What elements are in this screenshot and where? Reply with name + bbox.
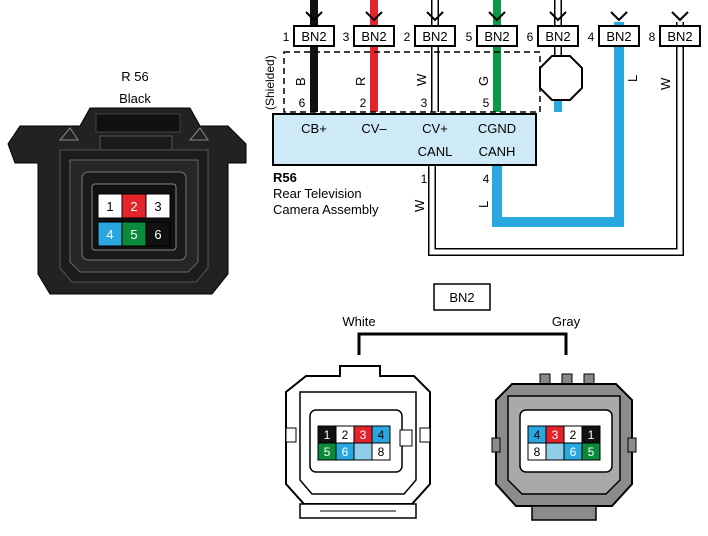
svg-text:8: 8 [534, 445, 541, 459]
white-label: White [342, 314, 375, 329]
svg-text:6: 6 [342, 445, 349, 459]
svg-text:BN2: BN2 [484, 29, 509, 44]
svg-text:3: 3 [343, 30, 350, 44]
r56-pin-2 [121, 193, 147, 219]
bn2-top-connectors: BN2 BN2 BN2 BN2 BN2 BN2 BN2 1 3 2 5 6 4 … [283, 25, 701, 47]
svg-text:5: 5 [466, 30, 473, 44]
svg-text:3: 3 [421, 96, 428, 110]
svg-text:2: 2 [360, 96, 367, 110]
svg-text:BN2: BN2 [545, 29, 570, 44]
svg-text:4: 4 [483, 172, 490, 186]
bracket-line [357, 332, 568, 355]
svg-text:CV–: CV– [361, 121, 387, 136]
wires [310, 0, 684, 256]
svg-text:4: 4 [534, 428, 541, 442]
svg-text:R: R [353, 77, 368, 86]
svg-text:CB+: CB+ [301, 121, 327, 136]
svg-text:6: 6 [299, 96, 306, 110]
r56-pin-6 [145, 221, 171, 247]
svg-text:3: 3 [552, 428, 559, 442]
bn2-title-box [433, 283, 491, 311]
svg-text:CANH: CANH [479, 144, 516, 159]
r56-pin-1 [97, 193, 123, 219]
svg-text:6: 6 [570, 445, 577, 459]
svg-text:4: 4 [106, 227, 113, 242]
ecu-connector-label: R 56 [121, 69, 148, 84]
svg-text:2: 2 [130, 199, 137, 214]
gray-label: Gray [552, 314, 581, 329]
svg-text:1: 1 [588, 428, 595, 442]
svg-text:6: 6 [527, 30, 534, 44]
twisted-pair-symbol [539, 55, 583, 101]
svg-text:L: L [476, 201, 491, 208]
r56-pin-3 [145, 193, 171, 219]
r56-pin-numbers: 6 2 3 5 1 4 [299, 96, 490, 186]
svg-text:B: B [293, 77, 308, 86]
svg-text:G: G [476, 76, 491, 86]
svg-text:3: 3 [154, 199, 161, 214]
svg-text:1: 1 [324, 428, 331, 442]
bn2-title: BN2 [449, 290, 474, 305]
svg-text:1: 1 [421, 172, 428, 186]
svg-text:BN2: BN2 [606, 29, 631, 44]
svg-text:1: 1 [283, 30, 290, 44]
svg-text:CV+: CV+ [422, 121, 448, 136]
svg-text:4: 4 [588, 30, 595, 44]
svg-text:2: 2 [342, 428, 349, 442]
svg-text:W: W [414, 73, 429, 86]
component-id: R56 [273, 170, 297, 185]
svg-text:BN2: BN2 [361, 29, 386, 44]
svg-text:5: 5 [483, 96, 490, 110]
r56-pin-4 [97, 221, 123, 247]
wire-color-codes: B R W G L W W L [293, 73, 673, 212]
white-connector: 1 2 3 4 5 6 8 [285, 365, 431, 519]
svg-text:4: 4 [378, 428, 385, 442]
component-name-line1: Rear Television [273, 186, 362, 201]
svg-text:W: W [658, 77, 673, 90]
svg-text:8: 8 [378, 445, 385, 459]
component-name-line2: Camera Assembly [273, 202, 379, 217]
svg-text:BN2: BN2 [667, 29, 692, 44]
gray-connector: 4 3 2 1 8 6 5 [491, 373, 637, 521]
svg-text:3: 3 [360, 428, 367, 442]
svg-text:CGND: CGND [478, 121, 516, 136]
r56-component-box: CB+ CV– CV+ CGND CANL CANH [272, 113, 537, 166]
svg-text:BN2: BN2 [301, 29, 326, 44]
svg-text:2: 2 [404, 30, 411, 44]
svg-text:L: L [625, 75, 640, 82]
svg-text:BN2: BN2 [422, 29, 447, 44]
svg-text:6: 6 [154, 227, 161, 242]
shield-label: (Shielded) [263, 55, 277, 110]
r56-pin-grid: 1 2 3 4 5 6 [97, 193, 171, 247]
svg-text:5: 5 [324, 445, 331, 459]
svg-text:8: 8 [649, 30, 656, 44]
wire-arrows [305, 11, 689, 22]
svg-text:W: W [412, 199, 427, 212]
svg-text:CANL: CANL [418, 144, 453, 159]
svg-text:1: 1 [106, 199, 113, 214]
svg-text:5: 5 [588, 445, 595, 459]
svg-text:2: 2 [570, 428, 577, 442]
ecu-connector-color: Black [119, 91, 151, 106]
svg-text:5: 5 [130, 227, 137, 242]
shield-box [283, 51, 541, 113]
